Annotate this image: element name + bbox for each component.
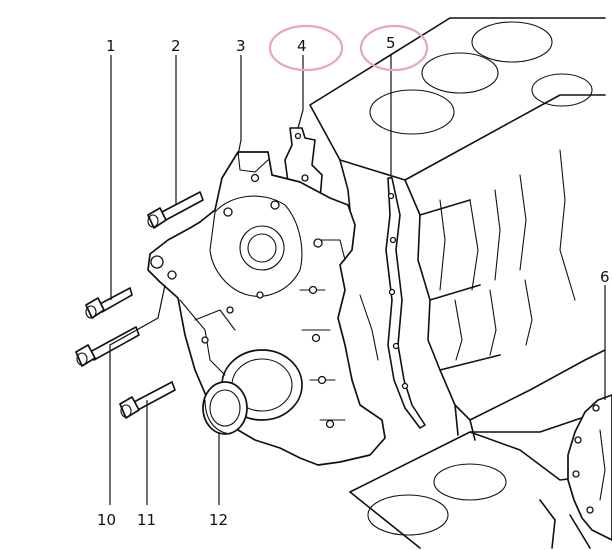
bolt-2 — [147, 191, 204, 229]
callout-1: 1 — [106, 37, 116, 55]
callout-4: 4 — [297, 37, 307, 55]
callout-12: 12 — [209, 511, 228, 529]
callout-3: 3 — [236, 37, 246, 55]
engine-block — [309, 17, 606, 441]
highlight-marks — [268, 24, 429, 72]
callout-4-highlight — [268, 24, 344, 72]
front-cover-gasket — [359, 177, 426, 429]
lower-engine-block — [349, 409, 606, 549]
crankshaft-oil-seal — [202, 381, 248, 435]
bolt-10 — [75, 326, 140, 367]
callout-2: 2 — [171, 37, 181, 55]
front-cover — [147, 151, 386, 466]
cover-plate-6 — [567, 394, 612, 541]
callout-10: 10 — [97, 511, 116, 529]
callout-5-highlight — [359, 24, 429, 72]
callout-5: 5 — [386, 34, 396, 52]
callout-6: 6 — [600, 268, 610, 286]
bolt-11 — [119, 381, 176, 419]
bolt-1 — [85, 287, 133, 319]
callout-labels: 1 2 3 4 5 6 10 11 12 — [97, 34, 610, 529]
callout-11: 11 — [137, 511, 156, 529]
leader-lines — [109, 55, 606, 505]
